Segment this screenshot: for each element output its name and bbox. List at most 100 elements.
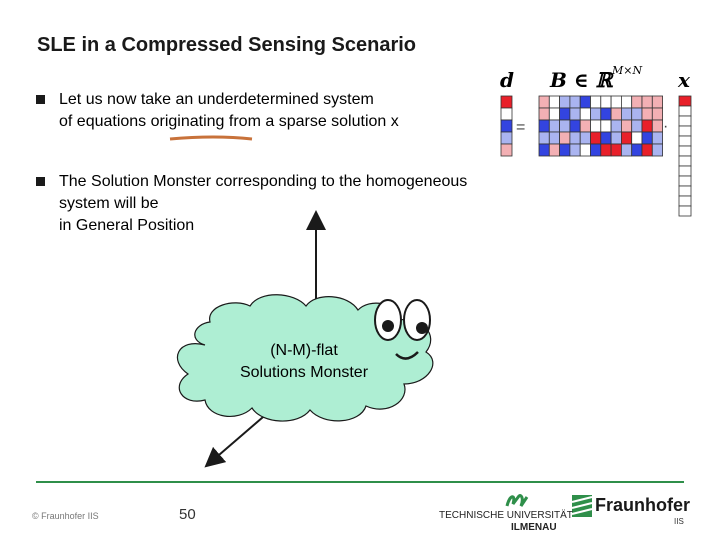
- B-matrix-cell: [641, 119, 653, 133]
- B-matrix-cell: [559, 95, 571, 109]
- equals-sign: =: [516, 119, 526, 136]
- B-matrix-cell: [651, 119, 663, 133]
- B-matrix-cell: [590, 131, 602, 145]
- B-matrix-cell: [621, 95, 633, 109]
- fraunhofer-name: Fraunhofer: [595, 495, 691, 515]
- B-matrix-cell: [600, 107, 612, 121]
- B-matrix-cell: [579, 131, 591, 145]
- B-matrix-cell: [621, 131, 633, 145]
- B-dimension-superscript: M×N: [612, 64, 643, 77]
- B-matrix-cell: [569, 107, 581, 121]
- B-matrix-grid: [538, 95, 663, 157]
- B-matrix-cell: [631, 119, 643, 133]
- B-matrix-cell: [651, 95, 663, 109]
- x-vector-cell: [678, 125, 692, 137]
- x-vector-cell: [678, 155, 692, 167]
- B-matrix-cell: [569, 131, 581, 145]
- B-matrix-cell: [600, 131, 612, 145]
- x-vector-cell: [678, 165, 692, 177]
- B-matrix-cell: [579, 95, 591, 109]
- B-matrix-cell: [548, 131, 560, 145]
- multiply-dot: ·: [663, 118, 669, 135]
- B-matrix-cell: [651, 143, 663, 157]
- B-matrix-cell: [538, 95, 550, 109]
- x-vector-cell: [678, 185, 692, 197]
- x-vector-cell: [678, 115, 692, 127]
- B-matrix-cell: [590, 95, 602, 109]
- x-vector-cell: [678, 95, 692, 107]
- x-vector-grid: [678, 95, 692, 217]
- footer-copyright: © Fraunhofer IIS: [32, 511, 99, 521]
- B-matrix-cell: [631, 143, 643, 157]
- university-name-line1: TECHNISCHE UNIVERSITÄT: [439, 510, 573, 521]
- B-matrix-cell: [610, 143, 622, 157]
- B-matrix-cell: [579, 143, 591, 157]
- cloud-label-line1: (N-M)-flat: [270, 342, 338, 359]
- B-matrix-cell: [548, 95, 560, 109]
- B-matrix-cell: [548, 143, 560, 157]
- d-label: d: [500, 68, 514, 92]
- B-matrix-cell: [548, 107, 560, 121]
- B-matrix-cell: [641, 131, 653, 145]
- B-label: B ∈ ℝ: [550, 68, 613, 92]
- B-matrix-cell: [548, 119, 560, 133]
- bullet-solution-monster: The Solution Monster corresponding to th…: [36, 171, 467, 237]
- monster-right-pupil: [416, 322, 428, 334]
- x-vector-cell: [678, 105, 692, 117]
- d-vector-cell: [500, 119, 513, 133]
- B-matrix-cell: [610, 107, 622, 121]
- underline-stroke: [169, 135, 253, 141]
- bullet-square-icon: [36, 177, 45, 186]
- bullet-underdetermined: Let us now take an underdetermined syste…: [36, 89, 399, 133]
- d-vector-grid: [500, 95, 513, 157]
- B-matrix-cell: [569, 95, 581, 109]
- B-matrix-cell: [610, 119, 622, 133]
- B-matrix-cell: [579, 107, 591, 121]
- bullet-text-line3: in General Position: [59, 217, 195, 234]
- tu-ilmenau-logo-icon: [505, 494, 529, 507]
- B-matrix-cell: [569, 143, 581, 157]
- B-matrix-cell: [651, 131, 663, 145]
- B-matrix-cell: [610, 95, 622, 109]
- x-label: x: [678, 68, 690, 92]
- slide-title: SLE in a Compressed Sensing Scenario: [37, 34, 417, 56]
- B-matrix-cell: [559, 131, 571, 145]
- page-number: 50: [179, 506, 196, 523]
- fraunhofer-sub: IIS: [674, 517, 684, 526]
- bullet-text-line2: of equations originating from a sparse s…: [59, 113, 399, 130]
- B-matrix-cell: [538, 131, 550, 145]
- bullet-square-icon: [36, 95, 45, 104]
- monster-mouth: [395, 351, 419, 360]
- B-matrix-cell: [559, 107, 571, 121]
- B-matrix-cell: [579, 119, 591, 133]
- B-matrix-cell: [631, 131, 643, 145]
- B-matrix-cell: [538, 143, 550, 157]
- x-vector-cell: [678, 145, 692, 157]
- B-matrix-cell: [621, 119, 633, 133]
- B-matrix-cell: [559, 143, 571, 157]
- monster-left-pupil: [382, 320, 394, 332]
- B-matrix-cell: [559, 119, 571, 133]
- d-vector-cell: [500, 143, 513, 157]
- fraunhofer-logo-icon: [571, 495, 593, 517]
- x-vector-cell: [678, 175, 692, 187]
- B-matrix-cell: [641, 143, 653, 157]
- monster-right-eye: [403, 299, 431, 341]
- B-matrix-cell: [590, 143, 602, 157]
- B-matrix-cell: [641, 95, 653, 109]
- B-matrix-cell: [538, 107, 550, 121]
- bullet-text-line2: system will be: [59, 195, 159, 212]
- B-matrix-cell: [621, 107, 633, 121]
- cloud-label: (N-M)-flat Solutions Monster: [214, 340, 394, 384]
- x-vector-cell: [678, 205, 692, 217]
- cloud-label-line2: Solutions Monster: [239, 364, 369, 381]
- B-matrix-cell: [590, 107, 602, 121]
- B-matrix-cell: [631, 107, 643, 121]
- B-matrix-cell: [631, 95, 643, 109]
- B-matrix-cell: [569, 119, 581, 133]
- d-vector-cell: [500, 95, 513, 109]
- bullet-text-line1: Let us now take an underdetermined syste…: [59, 91, 374, 108]
- B-matrix-cell: [600, 143, 612, 157]
- bullet-text-line1: The Solution Monster corresponding to th…: [59, 173, 468, 190]
